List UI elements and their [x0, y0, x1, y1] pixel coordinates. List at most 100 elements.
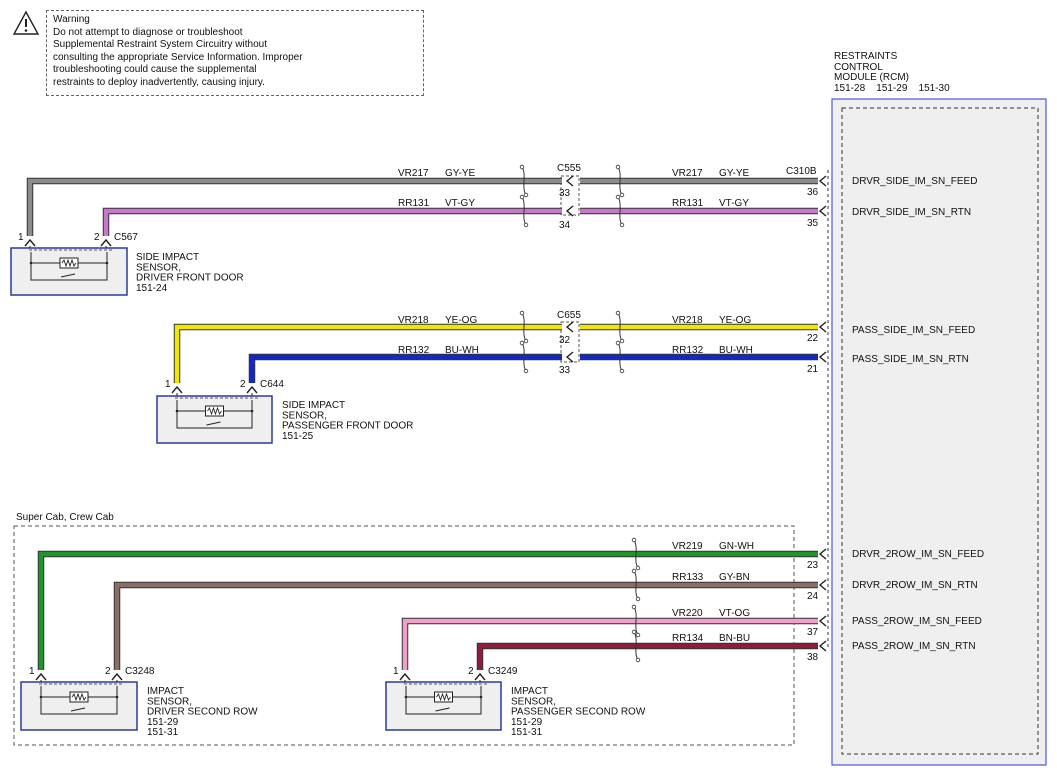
sensor-internal-loop: [30, 252, 108, 281]
sensor-passenger-front-door: [156, 393, 273, 444]
rcm-signal-name: DRVR_2ROW_IM_SN_RTN: [852, 580, 978, 591]
sensor-label-line: 151-31: [511, 727, 543, 738]
switch-icon: [60, 273, 76, 278]
junction-dot: [404, 695, 408, 699]
rcm-pin-number: 35: [807, 218, 819, 229]
wire-break-mark: [521, 342, 527, 372]
label-vr218-right-id: VR218: [672, 315, 703, 326]
rcm-pin-arrow: [818, 548, 827, 560]
wire-rr132-a: [249, 354, 562, 383]
junction-dot: [29, 261, 33, 265]
sensor-pin-arrow: [171, 385, 183, 394]
label-rr132-left-color: BU-WH: [445, 345, 479, 356]
label-vr218-left-id: VR218: [398, 315, 429, 326]
wire-rr133-outline: [113, 581, 818, 670]
rcm-signal-name: DRVR_2ROW_IM_SN_FEED: [852, 549, 984, 560]
wire-break-mark-end: [519, 194, 525, 200]
rcm-title-line: 151-28 151-29 151-30: [834, 82, 950, 94]
wire-break-mark-end: [631, 629, 637, 635]
rcm-connector-name: C310B: [786, 166, 817, 177]
wire-break-mark: [633, 606, 639, 636]
sensor-body: [20, 681, 138, 731]
sensor-driver-front-door: [10, 246, 128, 296]
label-vr217-right-color: GY-YE: [719, 168, 750, 179]
wire-break-mark: [521, 166, 527, 196]
rcm-pin-number: 36: [807, 187, 819, 198]
sensor-label-line: SENSOR,: [511, 696, 556, 707]
super-cab-group-box: [13, 525, 795, 746]
sensor-driver-second-row: [20, 680, 138, 731]
wire-break-mark-end: [519, 164, 525, 170]
sensor-label-line: DRIVER FRONT DOOR: [136, 273, 244, 284]
rcm-pin-arrow: [818, 175, 827, 187]
wire-break-mark-end: [523, 192, 529, 198]
label-vr220-color: VT-OG: [719, 608, 750, 619]
sensor-pin-number: 1: [18, 232, 24, 243]
sensor-pin-arrow: [100, 238, 112, 247]
wire-break-mark-end: [523, 338, 529, 344]
sensor-pin-number: 1: [165, 379, 171, 390]
sensor-label-line: IMPACT: [147, 686, 184, 697]
sensor-pin-number: 2: [468, 666, 474, 677]
sensor-label-line: SIDE IMPACT: [136, 252, 199, 263]
wire-break-mark-end: [619, 192, 625, 198]
wire-break-mark-end: [615, 340, 621, 346]
warning-line: Warning: [53, 14, 90, 25]
label-rr131-right-color: VT-GY: [719, 198, 749, 209]
rcm-module-inner: [841, 107, 1039, 755]
wire-break-mark: [633, 631, 639, 661]
junction-dot: [479, 695, 483, 699]
sensor-label-line: IMPACT: [511, 686, 548, 697]
wire-break-mark-end: [523, 222, 529, 228]
warning-line: consulting the appropriate Service Infor…: [53, 51, 303, 63]
sensor-label-line: DRIVER SECOND ROW: [147, 707, 258, 718]
wire-break-mark-end: [615, 164, 621, 170]
wire-break-mark-end: [631, 568, 637, 574]
resistor-zigzag: [71, 692, 87, 702]
rcm-pin-arrow: [818, 640, 827, 652]
wire-break-mark-end: [519, 310, 525, 316]
inline-pin-number: 33: [559, 188, 571, 199]
sensor-pin-number: 2: [240, 379, 246, 390]
sensor-label-line: SENSOR,: [282, 410, 327, 421]
sensor-pin-number: 2: [105, 666, 111, 677]
wire-break-mark-end: [619, 368, 625, 374]
wire-break-mark-end: [635, 657, 641, 663]
sensor-body: [385, 681, 502, 731]
wire-break-mark: [617, 342, 623, 372]
switch-icon: [435, 707, 450, 712]
inline-pin-number: 34: [559, 220, 571, 231]
c655-box: [560, 321, 580, 363]
sensor-internal-loop: [405, 686, 482, 715]
sensor-label-line: PASSENGER FRONT DOOR: [282, 421, 413, 432]
sensor-pin-arrow: [399, 672, 411, 681]
rcm-title-line: RESTRAINTS: [834, 51, 898, 62]
label-rr131-right-id: RR131: [672, 198, 704, 209]
sensor-label-line: 151-29: [147, 717, 179, 728]
wire-break-mark-end: [523, 368, 529, 374]
junction-dot: [175, 409, 179, 413]
warning-line: troubleshooting could cause the suppleme…: [53, 64, 257, 76]
sensor-connector-name: C3248: [125, 666, 155, 677]
label-rr134-id: RR134: [672, 633, 704, 644]
label-rr134-color: BN-BU: [719, 633, 750, 644]
sensor-internal-loop: [40, 686, 118, 715]
wire-break-mark-end: [615, 310, 621, 316]
sensor-pin-arrow: [246, 385, 258, 394]
wire-rr132-a-outline: [248, 353, 562, 383]
sensor-pin-arrow: [35, 672, 47, 681]
wire-vr219: [38, 551, 818, 670]
rcm-pin-number: 21: [807, 364, 819, 375]
rcm-pin-number: 38: [807, 652, 819, 663]
sensor-label-line: SENSOR,: [136, 262, 181, 273]
junction-dot: [250, 409, 254, 413]
rcm-pin-arrow: [818, 615, 827, 627]
warning-line: restraints to deploy inadvertently, caus…: [53, 76, 265, 88]
sensor-body: [156, 395, 273, 444]
inline-pin-arrow: [565, 321, 574, 333]
switch-icon: [70, 707, 86, 712]
label-rr133-id: RR133: [672, 572, 704, 583]
inline-pin-number: 32: [559, 335, 571, 346]
inline-pin-arrow: [565, 205, 574, 217]
wire-break-mark-end: [619, 338, 625, 344]
